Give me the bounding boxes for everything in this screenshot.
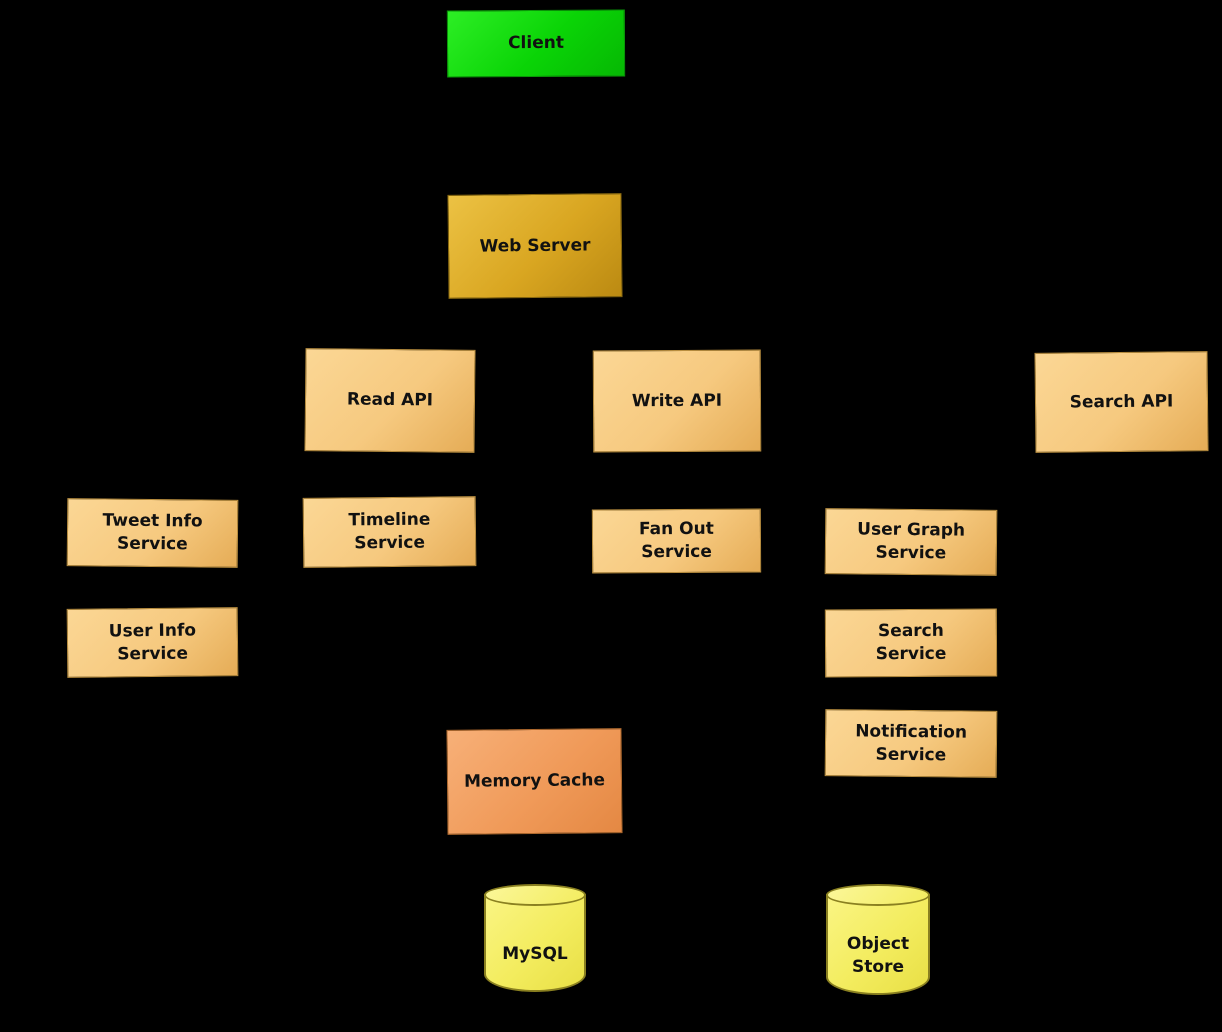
node-web-server: Web Server bbox=[447, 193, 623, 299]
node-fan-out-service: Fan Out Service bbox=[591, 508, 762, 574]
cylinder-body bbox=[484, 894, 586, 992]
node-search-api: Search API bbox=[1034, 351, 1209, 453]
cylinder-body bbox=[826, 894, 930, 995]
cylinder-top-ellipse bbox=[484, 884, 586, 906]
node-client: Client bbox=[446, 9, 626, 78]
node-object-store-database: Object Store bbox=[826, 884, 930, 995]
node-search-service: Search Service bbox=[824, 608, 998, 678]
node-tweet-info-service: Tweet Info Service bbox=[66, 498, 239, 568]
node-notification-service: Notification Service bbox=[824, 709, 998, 778]
node-memory-cache: Memory Cache bbox=[446, 728, 623, 835]
node-timeline-service: Timeline Service bbox=[302, 496, 477, 568]
node-object-store-label: Object Store bbox=[846, 933, 910, 977]
cylinder-top-ellipse bbox=[826, 884, 930, 906]
node-mysql-label: MySQL bbox=[502, 943, 568, 964]
node-write-api: Write API bbox=[592, 349, 762, 453]
node-user-info-service: User Info Service bbox=[66, 607, 239, 678]
node-read-api: Read API bbox=[304, 348, 476, 453]
node-user-graph-service: User Graph Service bbox=[824, 508, 998, 576]
node-mysql-database: MySQL bbox=[484, 884, 586, 992]
